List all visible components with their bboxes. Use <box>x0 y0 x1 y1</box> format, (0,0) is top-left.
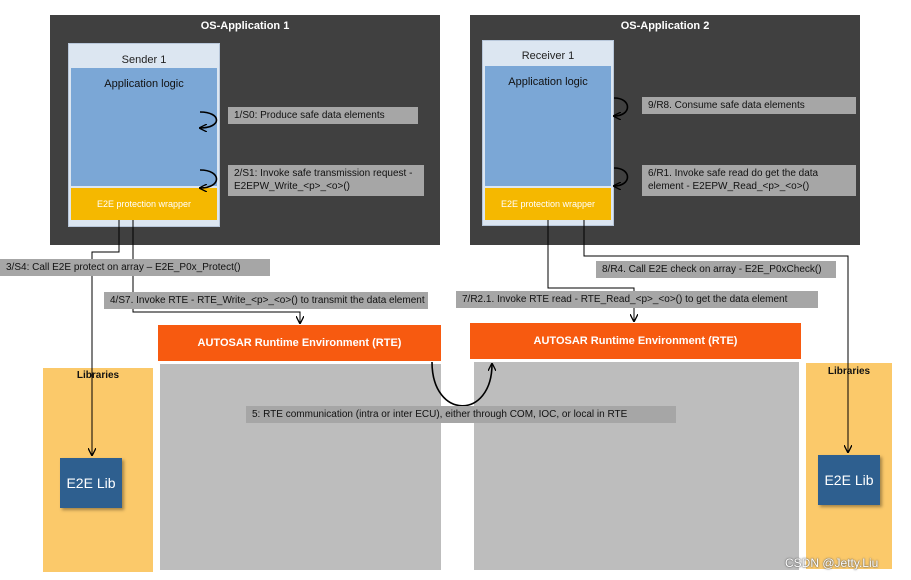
receiver-application-logic <box>485 66 611 186</box>
sender-application-logic <box>71 68 217 186</box>
libraries-right-title: Libraries <box>827 366 871 377</box>
receiver-title: Receiver 1 <box>521 50 575 62</box>
step-r8-note: 9/R8. Consume safe data elements <box>642 97 856 114</box>
os-application-1-title: OS-Application 1 <box>200 20 290 32</box>
watermark: CSDN @Jetty.Liu <box>785 556 879 570</box>
step-s0-note: 1/S0: Produce safe data elements <box>228 107 418 124</box>
step-r4-note: 8/R4. Call E2E check on array - E2E_P0xC… <box>596 261 836 278</box>
e2e-lib-left: E2E Lib <box>60 458 122 508</box>
step-s4-note: 3/S4: Call E2E protect on array – E2E_P0… <box>0 259 270 276</box>
libraries-left-title: Libraries <box>76 370 120 381</box>
step-s1-line1: 2/S1: Invoke safe transmission request - <box>234 168 413 179</box>
sender-application-logic-label: Application logic <box>104 78 184 90</box>
e2e-lib-right: E2E Lib <box>818 455 880 505</box>
step-s1-line2: E2EPW_Write_<p>_<o>() <box>234 181 350 192</box>
step-s1-note: 2/S1: Invoke safe transmission request -… <box>228 165 424 196</box>
sender-e2e-protection-wrapper: E2E protection wrapper <box>71 188 217 220</box>
rte-bar-left: AUTOSAR Runtime Environment (RTE) <box>158 325 441 361</box>
step-r1-line2: element - E2EPW_Read_<p>_<o>() <box>648 181 810 192</box>
receiver-e2e-protection-wrapper: E2E protection wrapper <box>485 188 611 220</box>
os-application-2-title: OS-Application 2 <box>620 20 710 32</box>
rte-bar-right: AUTOSAR Runtime Environment (RTE) <box>470 323 801 359</box>
rte-area-left <box>160 364 441 570</box>
rte-area-right <box>474 362 799 570</box>
sender-title: Sender 1 <box>121 54 167 66</box>
step-r1-note: 6/R1. Invoke safe read do get the data e… <box>642 165 856 196</box>
receiver-application-logic-label: Application logic <box>508 76 588 88</box>
step-rte-communication-note: 5: RTE communication (intra or inter ECU… <box>246 406 676 423</box>
step-s7-note: 4/S7. Invoke RTE - RTE_Write_<p>_<o>() t… <box>104 292 428 309</box>
step-r1-line1: 6/R1. Invoke safe read do get the data <box>648 168 819 179</box>
step-r21-note: 7/R2.1. Invoke RTE read - RTE_Read_<p>_<… <box>456 291 818 308</box>
